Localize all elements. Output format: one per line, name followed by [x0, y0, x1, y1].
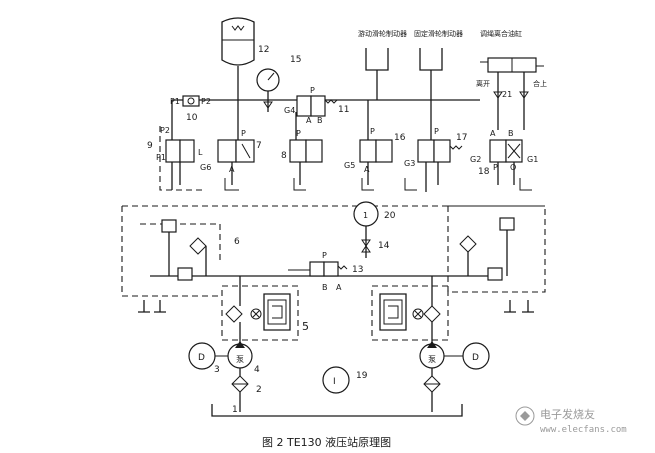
close-label: 合上: [533, 79, 547, 88]
valve-8: P 8: [281, 112, 323, 191]
valve-16: P A G5 16: [344, 100, 406, 191]
left-filter-block-5: 5: [221, 276, 309, 344]
gauge-19-face: I: [333, 377, 336, 387]
left-pump-4: 泵 4: [227, 341, 260, 375]
right-pump: 泵: [419, 341, 445, 369]
open-label: 离开: [476, 79, 490, 88]
port-G6: G6: [200, 163, 211, 172]
label-18: 18: [478, 167, 490, 177]
right-motor: D: [444, 342, 490, 370]
label-2: 2: [256, 385, 262, 395]
pump-label-right: 泵: [428, 355, 436, 364]
port-P-17: P: [434, 127, 439, 136]
port-G2: G2: [470, 155, 481, 164]
label-9: 9: [147, 141, 153, 151]
motor-label-left: D: [198, 353, 205, 363]
port-P-16: P: [370, 127, 375, 136]
label-7: 7: [256, 141, 262, 151]
label-17: 17: [456, 133, 467, 143]
pump-label-left: 泵: [236, 355, 244, 364]
valve-18: A B P O G2 G1 18: [470, 129, 538, 191]
port-A-7: A: [229, 165, 235, 174]
left-motor: D 3: [188, 342, 228, 375]
rotary-pulley-brake: 游动滑轮制动器: [358, 29, 407, 100]
figure-caption: 图 2 TE130 液压站原理图: [262, 435, 391, 449]
label-1: 1: [232, 405, 238, 415]
port-P2-10: P2: [201, 97, 211, 106]
left-pump-station-6: 6: [121, 206, 240, 313]
port-P1-9: P1: [156, 153, 166, 162]
port-P1-10: P1: [170, 97, 180, 106]
label-19: 19: [356, 371, 368, 381]
port-A-13: A: [336, 283, 342, 292]
port-A-11: A: [306, 116, 312, 125]
right-pump-station: [447, 205, 546, 313]
right-filter-block: [371, 276, 449, 344]
port-B-18: B: [508, 129, 514, 138]
clutch-cylinder-label: 调绳离合油缸: [480, 29, 522, 38]
valve-9: P2 P1 L 9: [147, 126, 204, 191]
port-B-11: B: [317, 116, 323, 125]
label-10: 10: [186, 113, 198, 123]
gauge-15: 15: [256, 55, 301, 112]
port-G3: G3: [404, 159, 415, 168]
valve-17: P G3 17: [404, 127, 467, 192]
label-21: 21: [502, 90, 512, 99]
fixed-brake-label: 固定滑轮制动器: [414, 29, 463, 38]
port-P2-9: P2: [160, 126, 170, 135]
watermark-url: www.elecfans.com: [540, 425, 627, 435]
port-P-8: P: [296, 129, 301, 138]
label-12: 12: [258, 45, 269, 55]
label-15: 15: [290, 55, 301, 65]
label-11: 11: [338, 105, 349, 115]
port-G4: G4: [284, 106, 295, 115]
port-O-18: O: [510, 163, 516, 172]
label-5: 5: [302, 320, 309, 333]
port-P-18: P: [493, 163, 498, 172]
label-6: 6: [234, 237, 240, 247]
label-14: 14: [378, 241, 390, 251]
port-P-11: P: [310, 86, 315, 95]
port-A-18: A: [490, 129, 496, 138]
fixed-pulley-brake: 固定滑轮制动器: [414, 29, 463, 140]
port-A-16: A: [364, 165, 370, 174]
label-8: 8: [281, 151, 287, 161]
label-3: 3: [214, 365, 220, 375]
valve-11: P A B G4 11: [284, 86, 349, 125]
gauge-20: 1 20: [353, 201, 396, 258]
label-20: 20: [384, 211, 396, 221]
port-G5: G5: [344, 161, 355, 170]
gauge-19: I 19: [322, 366, 368, 394]
port-L-9: L: [198, 148, 203, 157]
accumulator-12: 12: [221, 17, 269, 100]
right-suction-filter: [423, 368, 441, 412]
watermark: 电子发烧友 www.elecfans.com: [515, 406, 627, 435]
clutch-cylinder: 调绳离合油缸 离开 合上 21: [476, 29, 547, 130]
port-P-7: P: [241, 129, 246, 138]
valve-10: P1 P2 10: [170, 95, 211, 123]
watermark-brand: 电子发烧友: [540, 407, 595, 421]
oil-tank-1: 1: [211, 404, 463, 417]
gauge-20-face: 1: [363, 211, 368, 220]
label-4: 4: [254, 365, 260, 375]
valve-7: P A G6 7: [200, 100, 262, 191]
motor-label-right: D: [472, 353, 479, 363]
valve-14: 14: [361, 239, 390, 253]
label-16: 16: [394, 133, 406, 143]
valve-13: P B A 13: [288, 251, 363, 292]
port-P-13: P: [322, 251, 327, 260]
left-suction-filter-2: 2: [231, 368, 262, 412]
label-13: 13: [352, 265, 363, 275]
port-B-13: B: [322, 283, 328, 292]
port-G1: G1: [527, 155, 538, 164]
rotary-brake-label: 游动滑轮制动器: [358, 29, 407, 38]
